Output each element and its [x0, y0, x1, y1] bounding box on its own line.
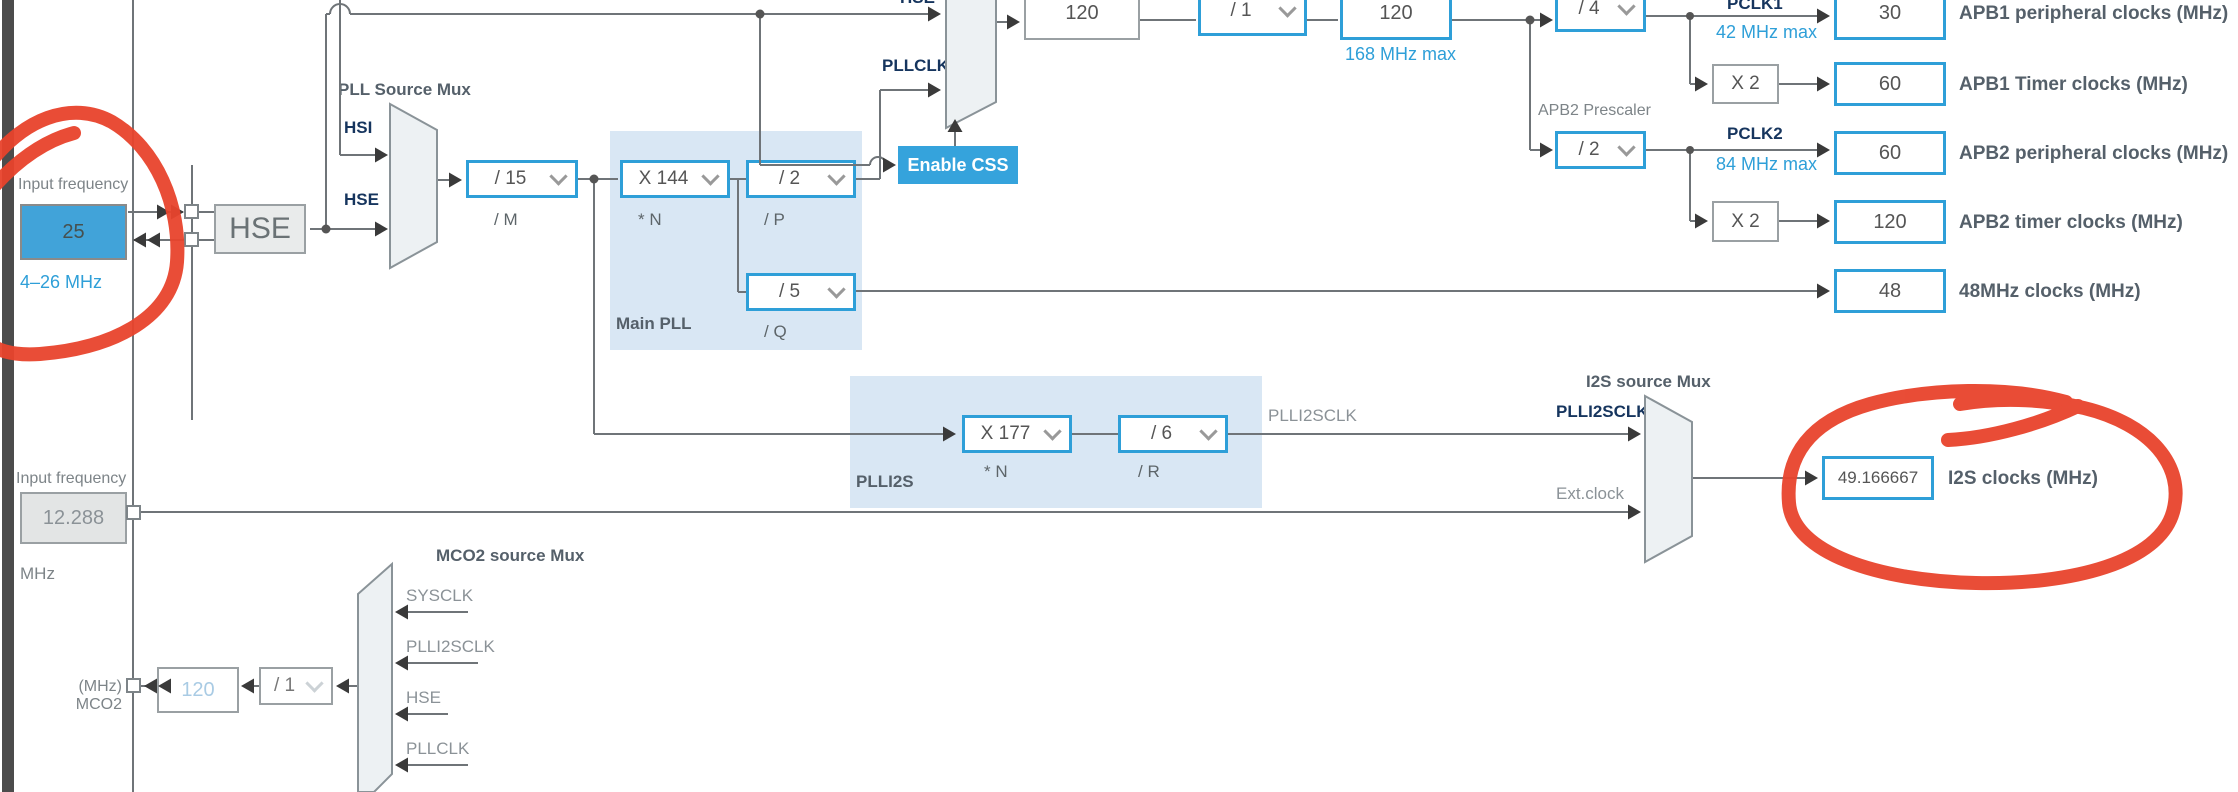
apb1-prescaler-value: / 4	[1578, 0, 1600, 19]
pll-source-mux-shape	[389, 102, 438, 270]
ext-input-frequency-field: 12.288	[20, 492, 127, 544]
pllq-divider-dropdown[interactable]: / 5	[746, 273, 856, 311]
hclk-max-note: 168 MHz max	[1345, 44, 1457, 64]
pllp-divider-dropdown[interactable]: / 2	[746, 160, 856, 198]
mco2-value-box: 120	[157, 667, 239, 713]
plli2s-r-value: / 6	[1150, 423, 1173, 444]
ext-input-frequency-label: Input frequency	[16, 470, 127, 487]
pllq-divider-label: / Q	[764, 322, 787, 341]
pclk2-max-note: 84 MHz max	[1716, 154, 1818, 174]
pclk1-label: PCLK1	[1727, 0, 1783, 13]
hclk-value-box: 120	[1340, 0, 1452, 40]
apb2-peripheral-value-box: 60	[1834, 131, 1946, 175]
pllm-divider-label: / M	[494, 210, 518, 229]
hse-input-label: HSE	[344, 190, 379, 209]
sysclk-mux-pllclk-label: PLLCLK	[882, 56, 950, 75]
plli2s-r-divider-dropdown[interactable]: / 6	[1118, 415, 1228, 453]
pll-source-mux-title: PLL Source Mux	[338, 80, 471, 99]
apb1-timer-multiplier-box: X 2	[1712, 64, 1779, 104]
clk48-label: 48MHz clocks (MHz)	[1959, 281, 2141, 302]
hse-oscillator-block: HSE	[214, 204, 306, 254]
plli2s-n-value: X 177	[980, 423, 1031, 444]
main-pll-title: Main PLL	[616, 314, 692, 333]
apb2-prescaler-value: / 2	[1578, 139, 1600, 160]
ahb-prescaler-dropdown[interactable]: / 1	[1198, 0, 1307, 36]
mco2-source-mux-shape	[357, 561, 393, 792]
pllq-divider-value: / 5	[778, 281, 801, 302]
plln-multiplier-value: X 144	[638, 168, 689, 189]
ahb-prescaler-value: / 1	[1230, 0, 1252, 21]
apb1-peripheral-clocks-label: APB1 peripheral clocks (MHz)	[1959, 3, 2229, 24]
pllp-divider-value: / 2	[778, 168, 801, 189]
mco2-input-sysclk-label: SYSCLK	[406, 586, 474, 605]
plli2s-title: PLLI2S	[856, 472, 914, 491]
apb2-peripheral-clocks-label: APB2 peripheral clocks (MHz)	[1959, 143, 2229, 164]
i2s-plli2sclk-input-label: PLLI2SCLK	[1556, 402, 1649, 421]
i2s-extclock-input-label: Ext.clock	[1556, 484, 1625, 503]
mco2-prescaler-dropdown: / 1	[259, 667, 333, 705]
apb2-prescaler-dropdown[interactable]: / 2	[1555, 131, 1646, 169]
sysclk-mux-hse-label: HSE	[900, 0, 935, 8]
pclk2-label: PCLK2	[1727, 124, 1783, 143]
i2s-source-mux-title: I2S source Mux	[1586, 372, 1711, 391]
plli2s-r-label: / R	[1138, 462, 1160, 481]
sysclk-value-box: 120	[1024, 0, 1140, 40]
mco2-output-label: (MHz) MCO2	[75, 678, 122, 713]
pllp-divider-label: / P	[764, 210, 785, 229]
apb2-timer-value-box: 120	[1834, 200, 1946, 244]
plln-multiplier-dropdown[interactable]: X 144	[620, 160, 730, 198]
mco2-input-plli2sclk-label: PLLI2SCLK	[406, 637, 495, 656]
apb2-timer-multiplier-box: X 2	[1712, 201, 1779, 242]
clk48-value-box: 48	[1834, 269, 1946, 313]
apb2-timer-clocks-label: APB2 timer clocks (MHz)	[1959, 212, 2183, 233]
ext-input-unit-label: MHz	[20, 564, 55, 583]
apb1-timer-clocks-label: APB1 Timer clocks (MHz)	[1959, 74, 2188, 95]
mco2-prescaler-value: / 1	[273, 675, 296, 696]
hsi-input-label: HSI	[344, 118, 373, 137]
mco2-input-hse-label: HSE	[406, 688, 441, 707]
i2s-source-mux-shape	[1644, 394, 1693, 564]
pllm-divider-dropdown[interactable]: / 15	[466, 160, 578, 198]
apb1-prescaler-dropdown[interactable]: / 4	[1555, 0, 1646, 32]
plln-multiplier-label: * N	[638, 210, 662, 229]
plli2s-n-label: * N	[984, 462, 1008, 481]
mco2-input-pllclk-label: PLLCLK	[406, 739, 470, 758]
apb1-peripheral-value-box: 30	[1834, 0, 1946, 40]
pclk1-max-note: 42 MHz max	[1716, 22, 1818, 42]
plli2s-n-multiplier-dropdown[interactable]: X 177	[962, 415, 1072, 453]
apb2-prescaler-title: APB2 Prescaler	[1538, 102, 1651, 119]
apb1-timer-value-box: 60	[1834, 62, 1946, 106]
enable-css-button[interactable]: Enable CSS	[898, 146, 1018, 184]
mco2-source-mux-title: MCO2 source Mux	[436, 546, 585, 565]
plli2sclk-wire-label: PLLI2SCLK	[1268, 406, 1357, 425]
system-clock-mux-shape	[945, 0, 997, 130]
pllm-divider-value: / 15	[494, 168, 527, 189]
